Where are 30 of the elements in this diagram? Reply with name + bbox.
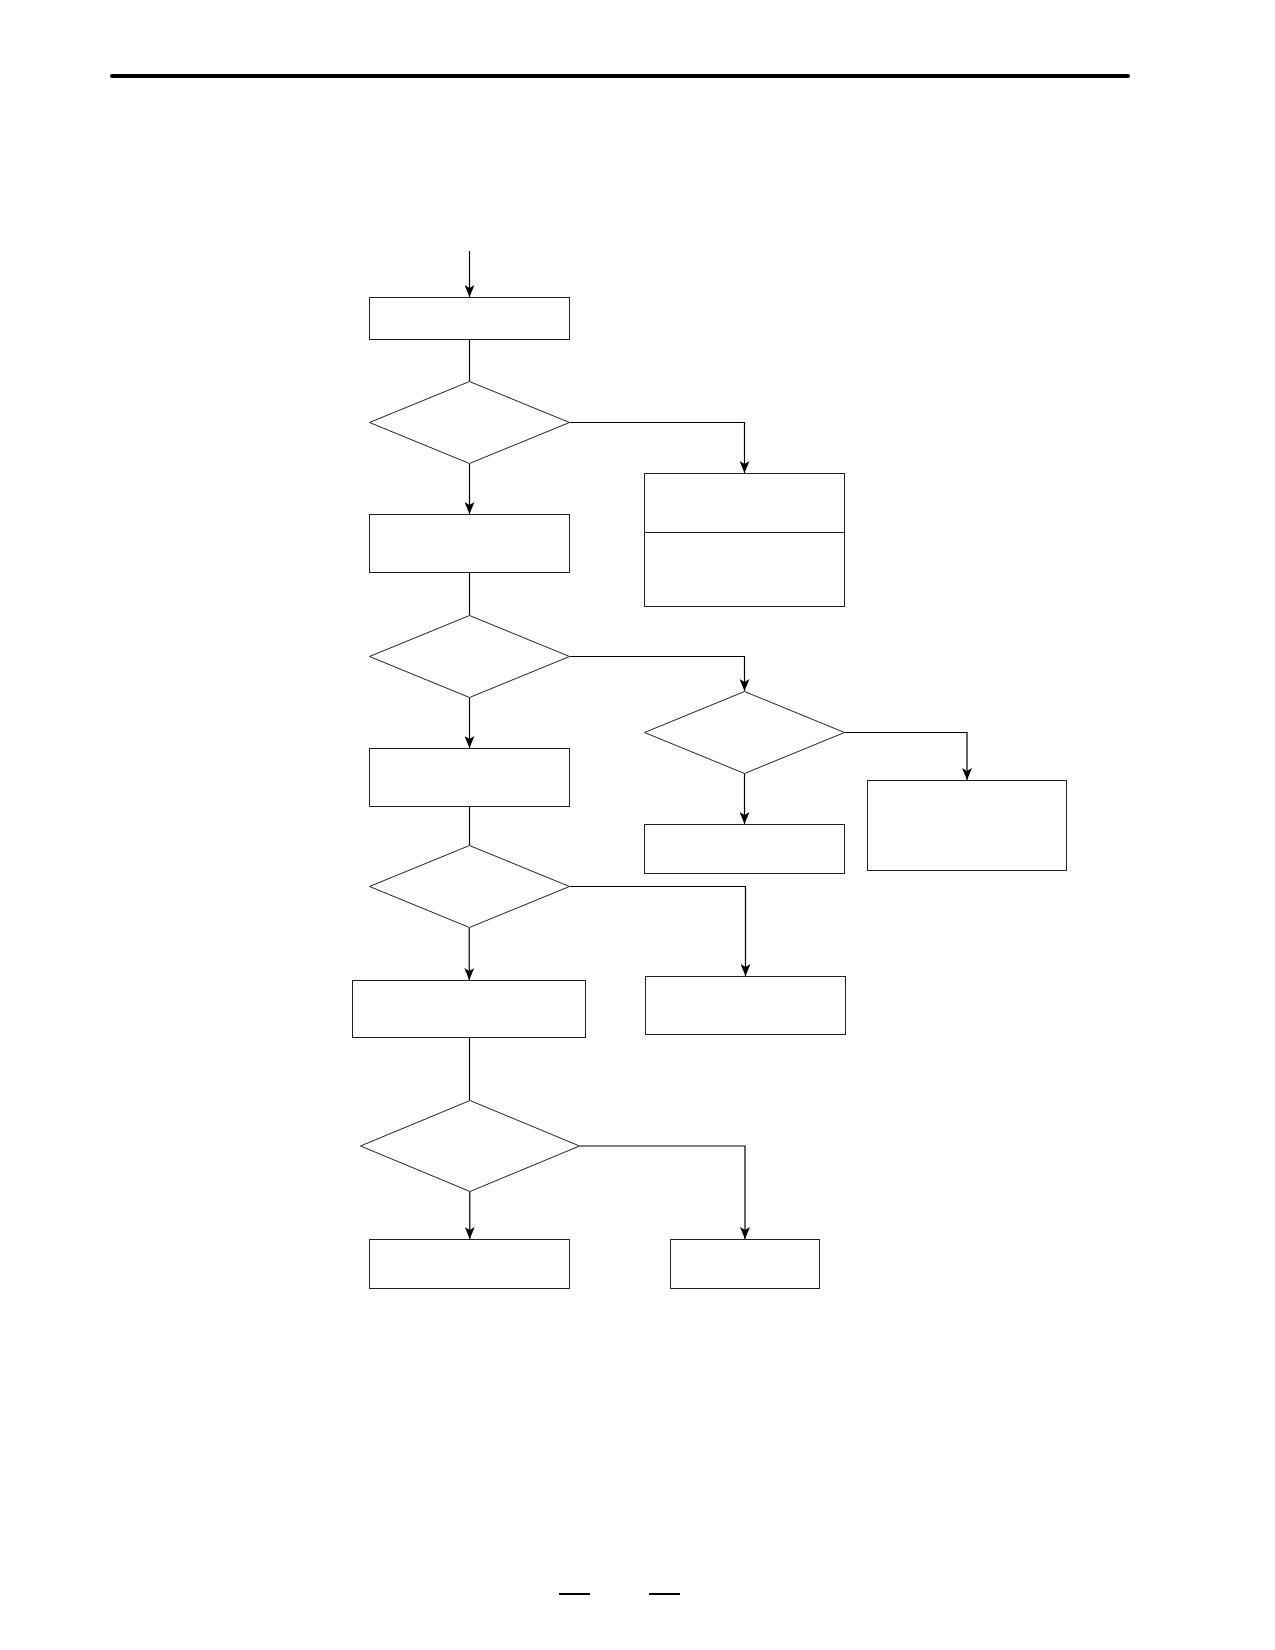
arrow bbox=[739, 773, 750, 825]
decision-diamond bbox=[644, 691, 845, 774]
process-box bbox=[352, 980, 586, 1038]
process-box bbox=[369, 297, 570, 340]
decision-diamond bbox=[369, 845, 570, 928]
process-box bbox=[369, 1239, 570, 1289]
process-box bbox=[369, 748, 570, 807]
process-box bbox=[644, 473, 845, 607]
arrow bbox=[569, 421, 750, 474]
process-box bbox=[867, 780, 1067, 871]
arrow bbox=[844, 731, 972, 781]
arrow bbox=[464, 1191, 475, 1240]
arrow bbox=[464, 697, 475, 749]
arrow bbox=[579, 1145, 750, 1240]
process-box bbox=[369, 514, 570, 573]
connector-line bbox=[468, 339, 471, 382]
decision-diamond bbox=[369, 381, 570, 464]
connector-line bbox=[468, 806, 471, 846]
connector-line bbox=[468, 572, 471, 616]
arrow bbox=[464, 250, 475, 298]
decision-diamond bbox=[360, 1100, 580, 1192]
process-box bbox=[670, 1239, 820, 1289]
decision-diamond bbox=[369, 615, 570, 698]
connector-line bbox=[468, 1037, 471, 1101]
process-box bbox=[645, 976, 846, 1035]
process-box bbox=[644, 824, 845, 874]
arrow bbox=[464, 463, 475, 515]
arrow bbox=[569, 655, 750, 692]
arrow bbox=[569, 885, 751, 977]
arrow bbox=[464, 927, 475, 981]
